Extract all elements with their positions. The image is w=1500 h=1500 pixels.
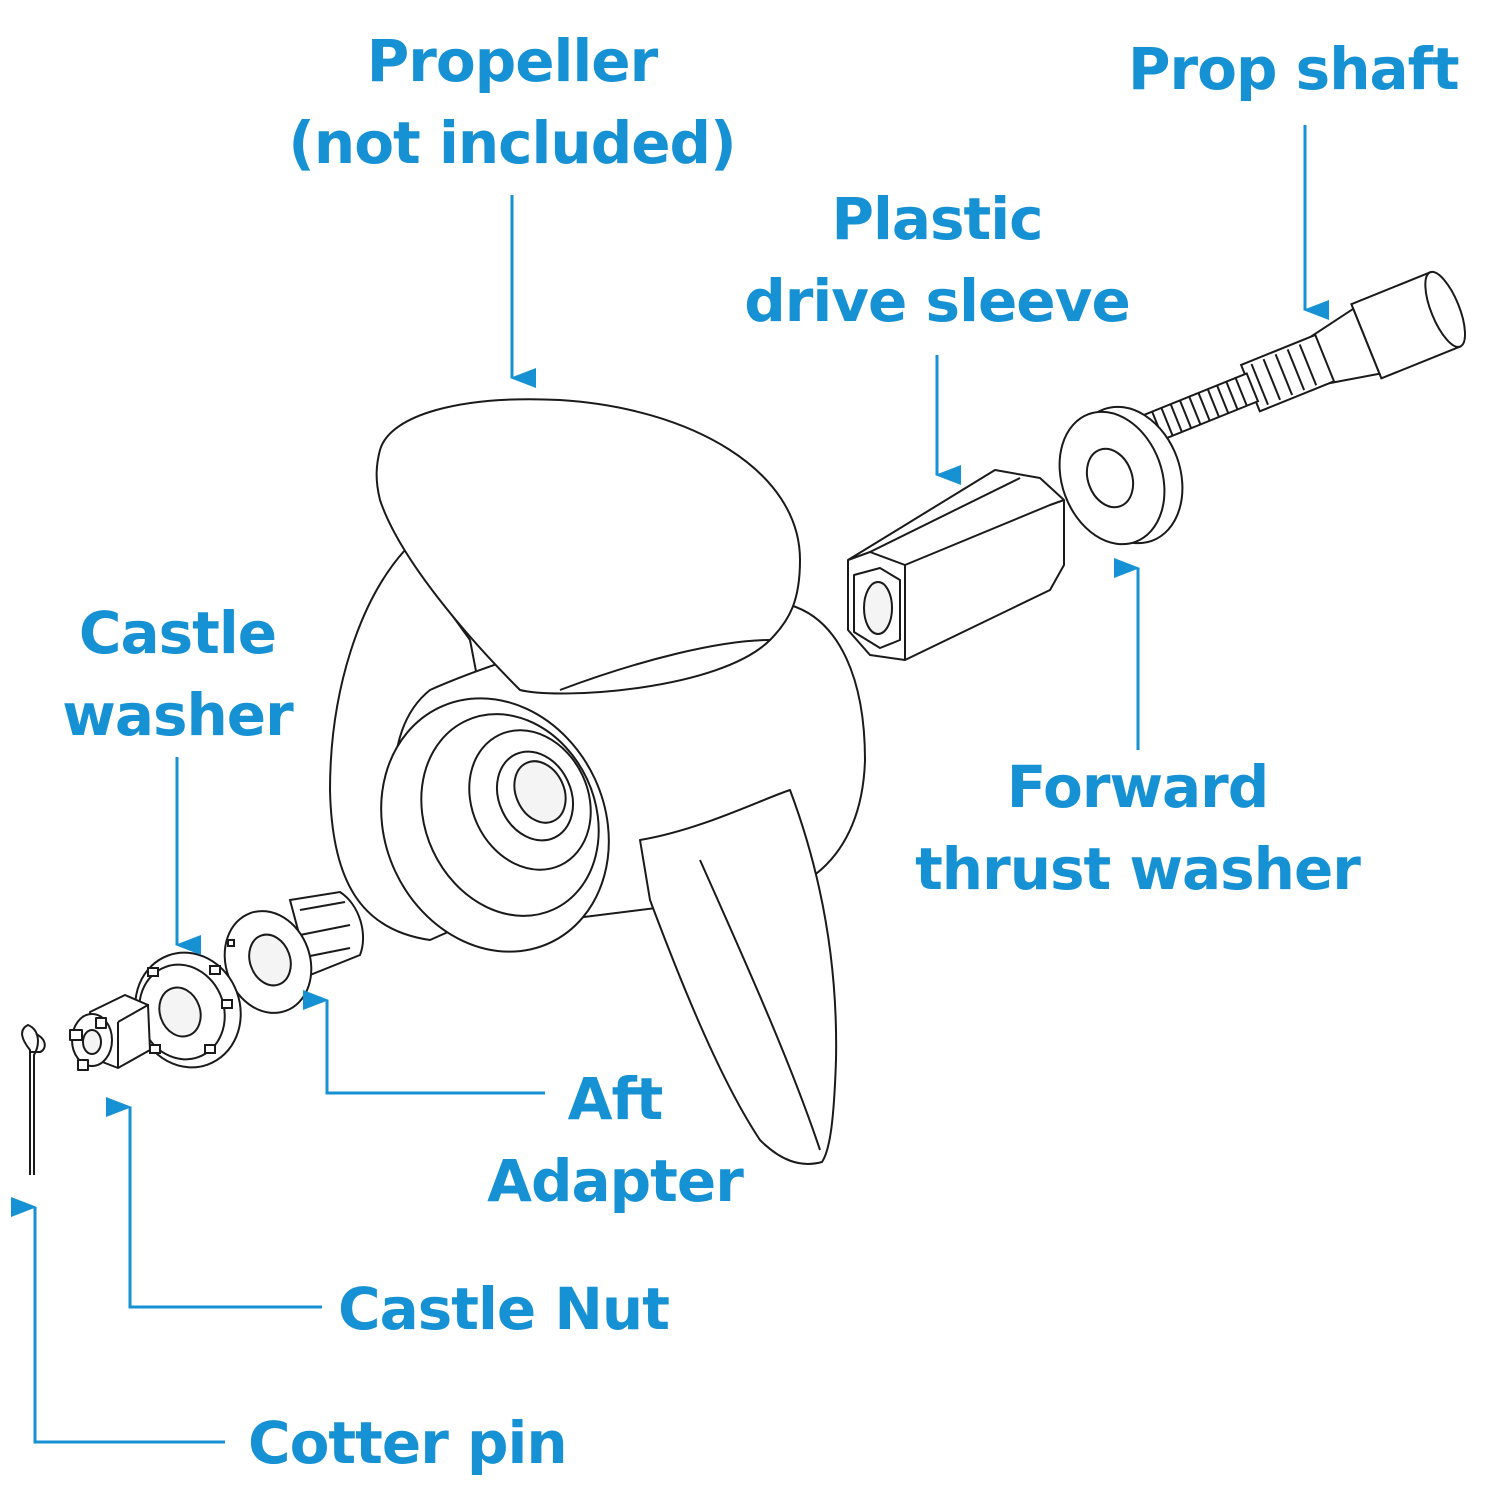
prop-shaft — [1130, 270, 1466, 449]
label-thrust-washer-line1: Forward — [1006, 753, 1270, 821]
forward-thrust-washer — [1058, 405, 1184, 546]
label-cotter-pin: Cotter pin — [248, 1402, 568, 1484]
leader-lines — [11, 125, 1329, 1444]
label-aft-adapter-line2: Adapter — [487, 1147, 744, 1215]
label-thrust-washer-line2: thrust washer — [915, 835, 1361, 903]
arrow-cotter-pin — [11, 1197, 225, 1444]
castle-nut — [69, 994, 151, 1071]
label-thrust-washer: Forward thrust washer — [890, 746, 1385, 910]
label-castle-washer-line1: Castle — [78, 599, 277, 667]
label-propeller-line1: Propeller — [366, 27, 659, 95]
arrow-aft-adapter — [303, 990, 545, 1095]
label-prop-shaft: Prop shaft — [1128, 28, 1460, 110]
aft-adapter — [223, 890, 365, 1014]
cotter-pin — [21, 1023, 46, 1175]
castle-washer — [134, 951, 242, 1069]
label-castle-nut-line1: Castle Nut — [338, 1275, 670, 1343]
label-drive-sleeve: Plastic drive sleeve — [717, 178, 1157, 342]
label-propeller-line2: (not included) — [288, 109, 736, 177]
label-drive-sleeve-line2: drive sleeve — [744, 267, 1131, 335]
plastic-drive-sleeve — [847, 469, 1065, 661]
propeller — [329, 398, 866, 1165]
label-propeller: Propeller (not included) — [262, 20, 762, 184]
label-aft-adapter: Aft Adapter — [470, 1058, 760, 1222]
label-cotter-pin-line1: Cotter pin — [248, 1409, 568, 1477]
label-prop-shaft-line1: Prop shaft — [1128, 35, 1460, 103]
arrow-castle-nut — [106, 1097, 322, 1309]
label-castle-nut: Castle Nut — [338, 1268, 670, 1350]
label-castle-washer: Castle washer — [40, 592, 315, 756]
label-aft-adapter-line1: Aft — [567, 1065, 664, 1133]
label-castle-washer-line2: washer — [62, 681, 293, 749]
label-drive-sleeve-line1: Plastic — [831, 185, 1043, 253]
